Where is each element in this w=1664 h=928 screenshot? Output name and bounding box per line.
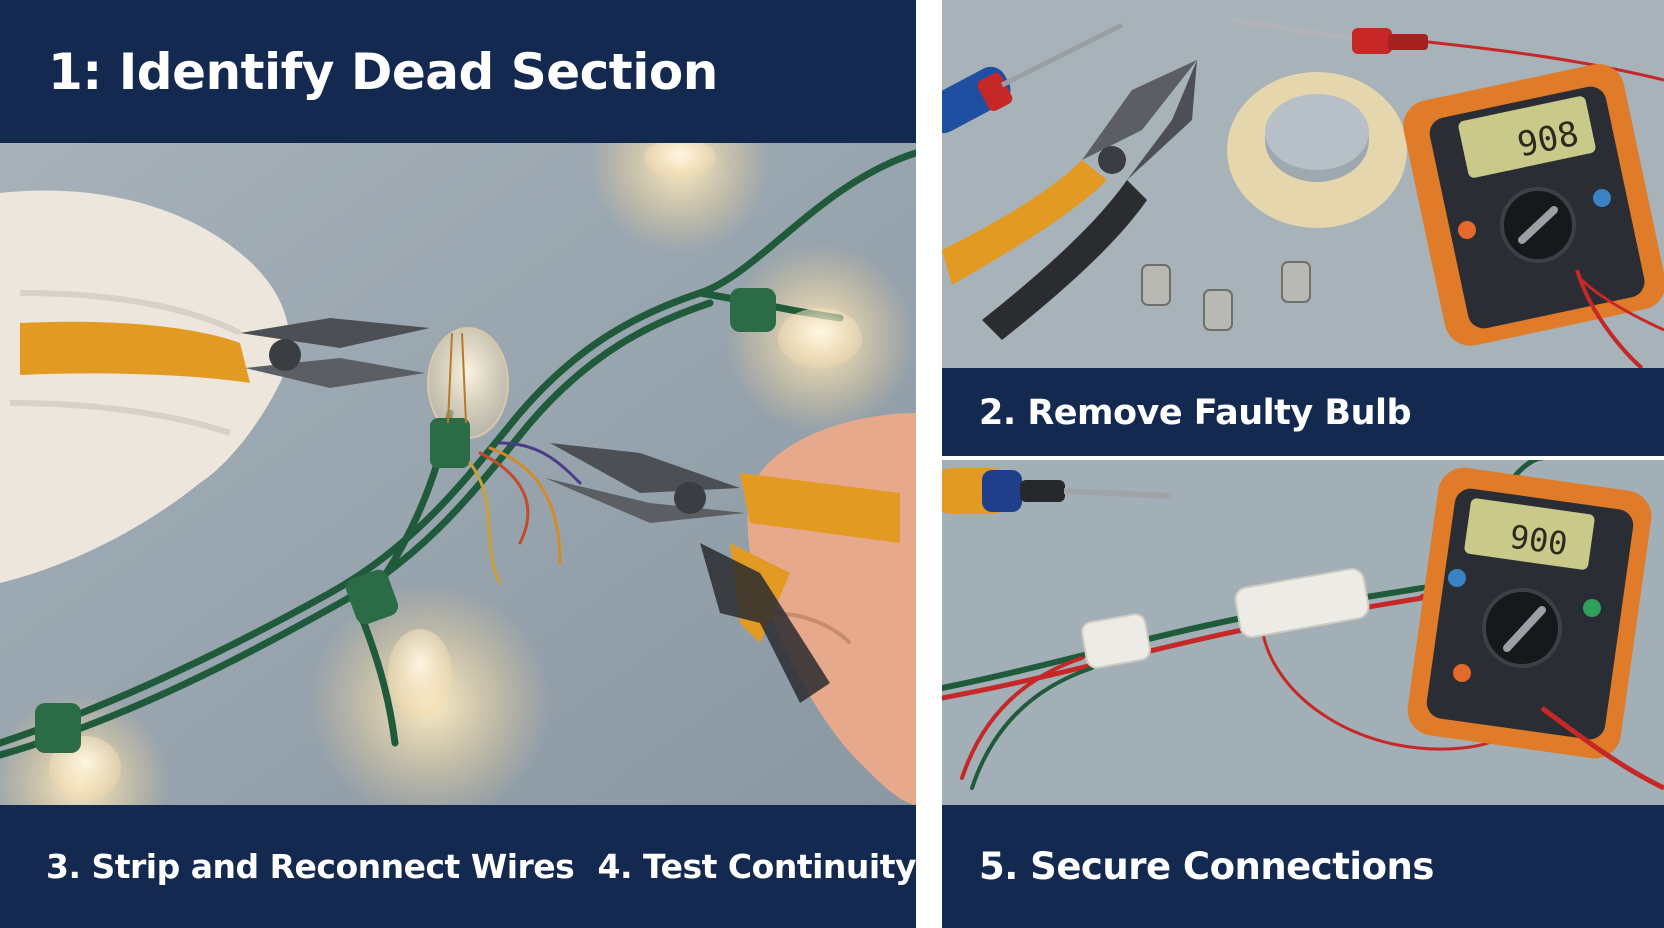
soldering-iron-icon bbox=[1231, 17, 1664, 82]
step5-title: 5. Secure Connections bbox=[979, 845, 1434, 888]
tape-wrap-icon bbox=[1081, 567, 1370, 669]
left-photo bbox=[0, 143, 916, 805]
bulb-icon bbox=[427, 327, 509, 468]
step2-title: 2. Remove Faulty Bulb bbox=[979, 393, 1412, 433]
panel-divider bbox=[916, 0, 942, 928]
step4-title: 4. Test Continuity bbox=[597, 847, 917, 886]
steps-3-4-banner: 3. Strip and Reconnect Wires 4. Test Con… bbox=[0, 805, 917, 928]
step5-banner: 5. Secure Connections bbox=[942, 805, 1664, 928]
step2-scene: 908 bbox=[942, 0, 1664, 368]
step3-title: 3. Strip and Reconnect Wires bbox=[46, 847, 575, 886]
pliers-icon bbox=[942, 60, 1197, 340]
glove-icon bbox=[0, 190, 290, 583]
step5-scene: 900 bbox=[942, 458, 1664, 805]
tape-roll-icon bbox=[1227, 72, 1407, 228]
panel-divider-right bbox=[942, 456, 1664, 460]
right-pliers-icon bbox=[545, 443, 900, 703]
multimeter-icon: 900 bbox=[1407, 467, 1664, 791]
step5-photo: 900 bbox=[942, 458, 1664, 805]
bulb-base-icon bbox=[1141, 261, 1311, 331]
pliers-icon bbox=[20, 318, 430, 388]
step2-photo: 908 bbox=[942, 0, 1664, 368]
step5-meter-reading: 900 bbox=[1507, 518, 1570, 564]
step2-banner: 2. Remove Faulty Bulb bbox=[942, 368, 1664, 458]
multimeter-icon: 908 bbox=[1403, 64, 1664, 368]
step1-banner: 1: Identify Dead Section bbox=[0, 0, 916, 143]
left-scene bbox=[0, 143, 916, 805]
step1-title: 1: Identify Dead Section bbox=[48, 42, 718, 101]
string-bulb-icon bbox=[35, 143, 862, 800]
soldering-iron-icon bbox=[942, 468, 1173, 514]
exposed-wires-icon bbox=[468, 441, 582, 585]
screwdriver-icon bbox=[942, 22, 1124, 134]
